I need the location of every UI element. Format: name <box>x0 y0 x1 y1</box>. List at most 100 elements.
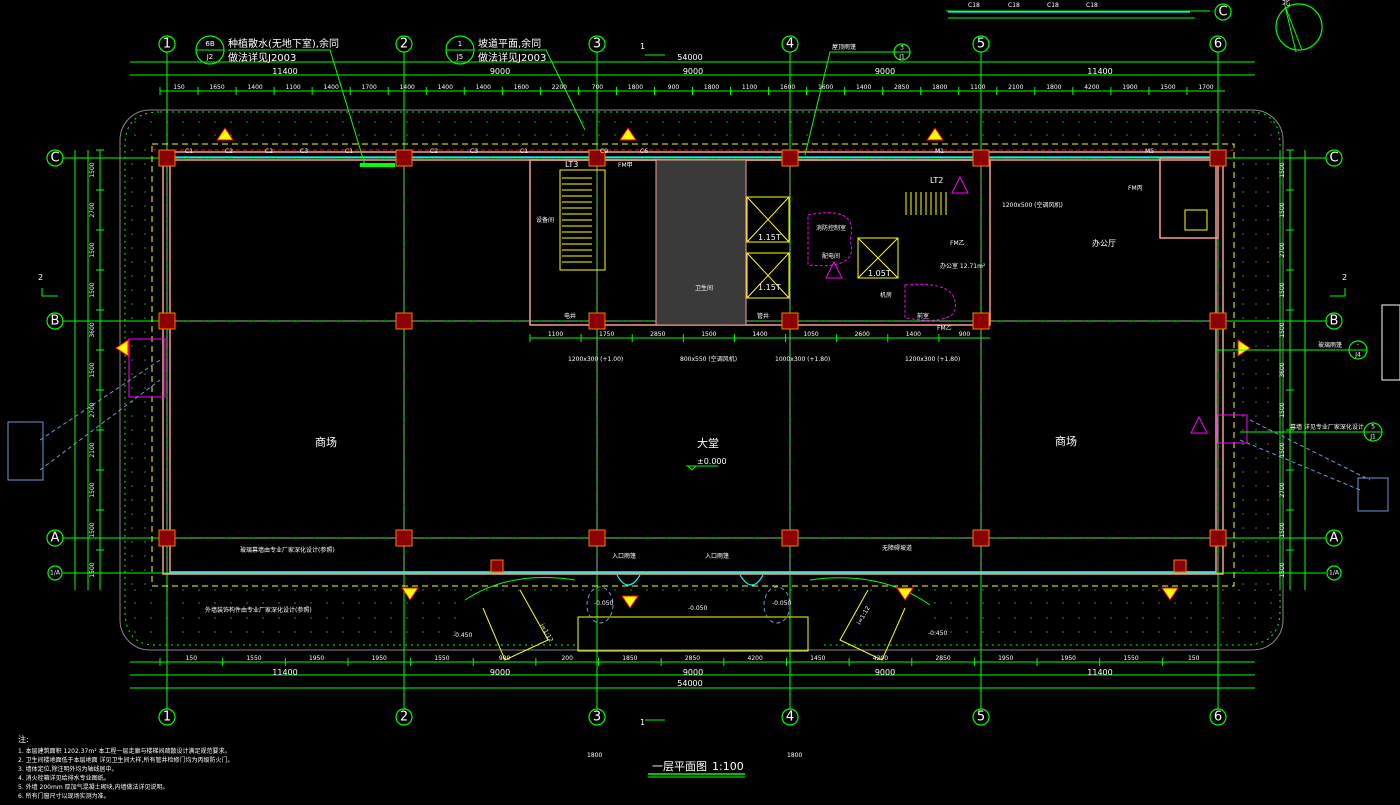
plant-dot <box>438 617 440 619</box>
plant-dot <box>486 134 488 136</box>
dimension-text: 4200 <box>748 655 763 662</box>
plant-dot <box>278 617 280 619</box>
plant-dot <box>294 134 296 136</box>
plant-dot <box>198 121 200 123</box>
plant-dot <box>438 589 440 591</box>
svg-text:6B: 6B <box>205 40 214 48</box>
plant-dot <box>710 121 712 123</box>
dimension-text: 1750 <box>599 331 614 338</box>
plant-dot <box>182 631 184 633</box>
plant-dot <box>582 134 584 136</box>
plant-dot <box>1242 149 1244 151</box>
plant-dot <box>838 134 840 136</box>
plant-dot <box>144 415 146 417</box>
plant-dot <box>1267 443 1269 445</box>
plant-dot <box>246 602 248 604</box>
dimension-text: 2850 <box>894 84 909 91</box>
plant-dot <box>758 134 760 136</box>
plant-dot <box>1267 247 1269 249</box>
plant-dot <box>1222 589 1224 591</box>
plant-dot <box>1255 513 1257 515</box>
plant-dot <box>230 617 232 619</box>
svg-text:A: A <box>1330 531 1339 546</box>
dimension-text: 1600 <box>514 84 529 91</box>
label-hole-4: 1200x300 (+1.80) <box>905 356 960 363</box>
plant-dot <box>390 631 392 633</box>
plant-dot <box>262 589 264 591</box>
plant-dot <box>246 617 248 619</box>
plant-dot <box>582 121 584 123</box>
dimension-text: 1800 <box>1046 84 1061 91</box>
plant-dot <box>1238 631 1240 633</box>
plant-dot <box>470 134 472 136</box>
plant-dot <box>678 589 680 591</box>
plant-dot <box>1255 177 1257 179</box>
plant-dot <box>1190 121 1192 123</box>
drawing-title-block: 一层平面图 1:100 <box>648 760 745 778</box>
dimension-text: 1950 <box>1061 655 1076 662</box>
plant-dot <box>566 134 568 136</box>
grid-bubble-4-bottom: 4 <box>781 708 799 726</box>
dimension-text: 1800 <box>628 84 643 91</box>
plant-dot <box>662 121 664 123</box>
plant-dot <box>230 134 232 136</box>
plant-dot <box>131 555 133 557</box>
plant-dot <box>838 121 840 123</box>
plant-dot <box>1242 541 1244 543</box>
plant-dot <box>598 589 600 591</box>
plant-dot <box>1267 457 1269 459</box>
plant-dot <box>422 617 424 619</box>
plant-dot <box>131 541 133 543</box>
plant-dot <box>144 317 146 319</box>
svg-text:C: C <box>50 151 59 166</box>
dimension-text: 1800 <box>932 84 947 91</box>
callout-side-a: - J4 玻璃雨篷 <box>1215 340 1368 360</box>
svg-text:屋顶雨篷: 屋顶雨篷 <box>832 43 856 51</box>
plant-dot <box>1255 359 1257 361</box>
plant-dot <box>310 602 312 604</box>
dimension-text: 1950 <box>372 655 387 662</box>
plant-dot <box>1030 617 1032 619</box>
plant-dot <box>144 527 146 529</box>
label-curtain-bottom2: 外墙装饰构件由专业厂家深化设计(参照) <box>205 606 312 614</box>
plant-dot <box>1267 317 1269 319</box>
dimension-text: 1400 <box>438 84 453 91</box>
plant-dot <box>758 121 760 123</box>
callout-detail-3: 3 J1 屋顶雨篷 <box>804 43 911 156</box>
plant-dot <box>1014 617 1016 619</box>
dimension-text: 1600 <box>818 84 833 91</box>
plant-dot <box>1110 602 1112 604</box>
plant-dot <box>326 134 328 136</box>
plant-dot <box>1222 134 1224 136</box>
plant-dot <box>1242 415 1244 417</box>
plant-dot <box>1267 555 1269 557</box>
dimension-text: 1100 <box>285 84 300 91</box>
plant-dot <box>630 589 632 591</box>
plant-dot <box>230 602 232 604</box>
window-code: C2 <box>430 148 438 155</box>
plant-dot <box>131 317 133 319</box>
plant-dot <box>230 631 232 633</box>
plant-dot <box>1242 583 1244 585</box>
grid-bubble-6-bottom: 6 <box>1209 708 1227 726</box>
plant-dot <box>1110 617 1112 619</box>
plant-dot <box>246 134 248 136</box>
plant-dot <box>1267 373 1269 375</box>
dimension-text: 2700 <box>1279 482 1286 497</box>
plant-dot <box>131 261 133 263</box>
dim-span-4: 9000 <box>875 67 895 76</box>
plant-dot <box>1267 163 1269 165</box>
plant-dot <box>1255 499 1257 501</box>
plant-dot <box>131 149 133 151</box>
plant-dot <box>144 373 146 375</box>
plant-dot <box>1255 219 1257 221</box>
dimension-text: 1500 <box>1279 442 1286 457</box>
plant-dot <box>144 163 146 165</box>
dim-span-b1: 11400 <box>272 668 297 677</box>
plant-dot <box>1158 121 1160 123</box>
plant-dot <box>358 121 360 123</box>
dimension-text: 1500 <box>1279 202 1286 217</box>
dim-span-3: 9000 <box>683 67 703 76</box>
plant-dot <box>214 121 216 123</box>
plant-dot <box>918 134 920 136</box>
